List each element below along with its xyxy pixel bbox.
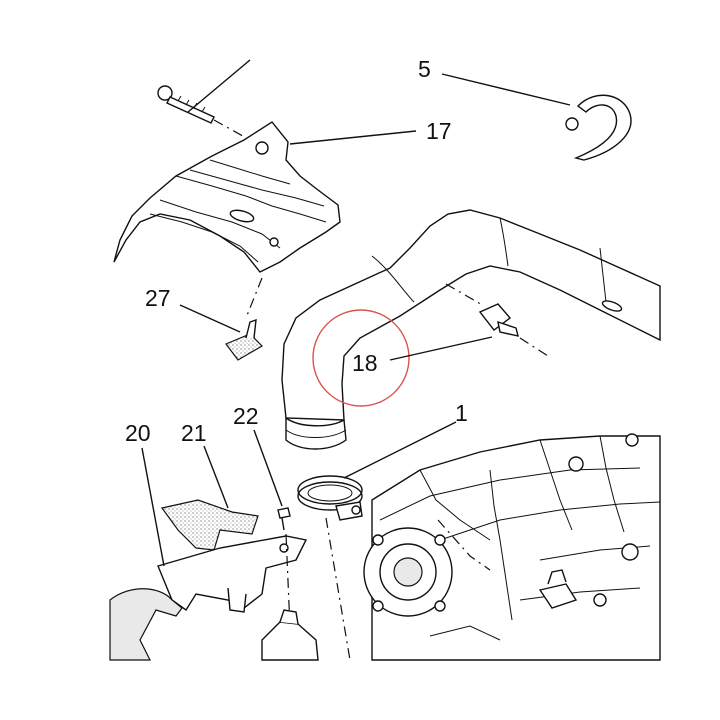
- centerline: [325, 517, 351, 661]
- centerline: [519, 337, 549, 357]
- bolt: [157, 85, 215, 124]
- leader-line: [343, 421, 457, 479]
- clip-nut-part-27: [225, 318, 263, 361]
- bracket-part-20: [157, 535, 308, 613]
- centerline: [285, 533, 291, 629]
- lower-left-fragment: [109, 588, 183, 661]
- plate-part-21: [160, 499, 259, 551]
- centerline: [445, 283, 485, 307]
- leader-line: [203, 445, 229, 509]
- hose-part-18: [281, 209, 661, 450]
- callout-17: 17: [426, 118, 452, 144]
- centerline: [245, 277, 263, 319]
- leader-line: [389, 336, 493, 361]
- callout-22: 22: [233, 403, 259, 429]
- callout-1: 1: [455, 400, 468, 426]
- hose-clamp-part-1: [297, 475, 363, 521]
- leader-line: [441, 73, 571, 106]
- callout-20: 20: [125, 420, 151, 446]
- lower-bracket-fragment: [261, 609, 319, 661]
- callout-27: 27: [145, 285, 171, 311]
- leader-line: [179, 304, 241, 333]
- hose-bolt: [478, 303, 519, 337]
- heat-shield-part-17: [113, 121, 341, 273]
- leader-line: [289, 130, 417, 145]
- leader-line: [187, 59, 251, 113]
- centerline: [437, 519, 491, 571]
- engine-block: [363, 433, 661, 661]
- leader-line: [253, 429, 283, 507]
- callout-18: 18: [352, 350, 378, 376]
- callout-21: 21: [181, 420, 207, 446]
- clip-part-5: [565, 94, 632, 161]
- leader-line: [141, 447, 165, 567]
- centerline: [213, 119, 251, 141]
- callout-5: 5: [418, 56, 431, 82]
- highlight-circle: [312, 309, 410, 407]
- screw-part-22: [277, 507, 291, 531]
